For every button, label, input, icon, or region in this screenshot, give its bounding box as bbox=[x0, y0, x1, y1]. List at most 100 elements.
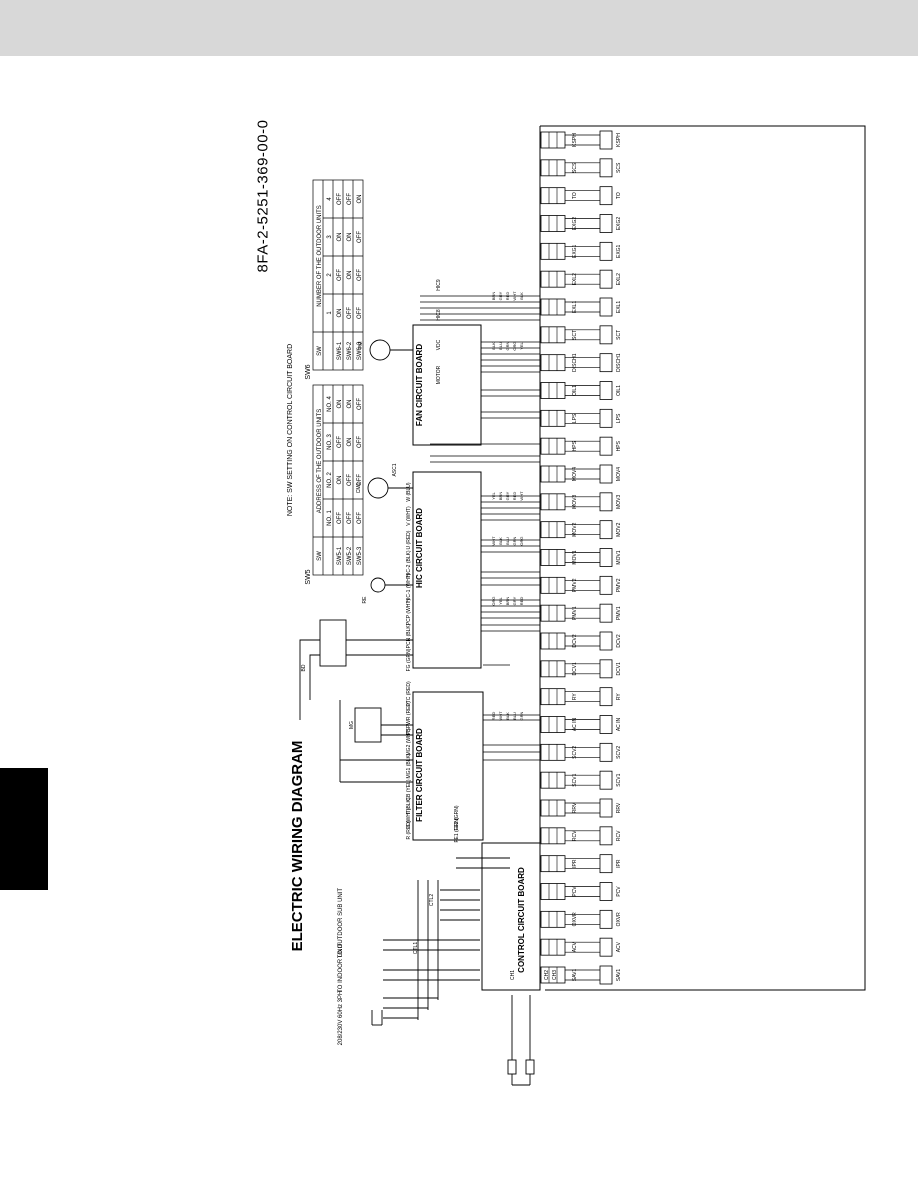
connector-label: SCV2 bbox=[572, 746, 578, 759]
component-label: MOV3 bbox=[616, 495, 622, 509]
to-outdoor-label: TO OUTDOOR SUB UNIT bbox=[338, 888, 344, 959]
component-label: SCS bbox=[616, 162, 622, 173]
component-label: SCV1 bbox=[616, 773, 622, 786]
component-label: HPS bbox=[616, 440, 622, 451]
section-tab bbox=[0, 768, 48, 890]
part-label: ASC1 bbox=[392, 463, 398, 476]
sw5-table-cell: ON bbox=[347, 400, 353, 409]
wire-color-label: WHT bbox=[491, 536, 496, 546]
connector-label: AC IN bbox=[572, 717, 578, 731]
fan-terminal: VDC bbox=[436, 339, 442, 350]
connector-label: RCV bbox=[572, 830, 578, 841]
sw6-table-header-title: NUMBER OF THE OUTDOOR UNITS bbox=[317, 205, 323, 307]
sw5-table-cell: ON bbox=[337, 476, 343, 485]
wire-color-label: ORG bbox=[512, 341, 517, 350]
component-label: EXG1 bbox=[616, 244, 622, 258]
filter-terminal: T (BLK) bbox=[406, 797, 412, 814]
component-label: SCV2 bbox=[616, 746, 622, 759]
wire-color-label: GRY bbox=[512, 596, 517, 605]
sw6-table-cell: OFF bbox=[357, 307, 363, 319]
component-label: EXL1 bbox=[616, 301, 622, 313]
wire-color-label: YEL bbox=[491, 491, 496, 499]
wire-color-label: WHT bbox=[498, 711, 503, 721]
component-label: RCV bbox=[616, 830, 622, 841]
part-label: RE bbox=[362, 596, 368, 604]
wire-color-label: YEL bbox=[519, 341, 524, 349]
connector-label: TO bbox=[572, 192, 578, 199]
wire-color-label: ORG bbox=[519, 536, 524, 545]
diagram-title: ELECTRIC WIRING DIAGRAM bbox=[289, 741, 306, 952]
filter-terminal: MG2 (WHT) bbox=[406, 728, 412, 755]
hic-terminal: FG (GRN) bbox=[406, 648, 412, 671]
wire-color-label: GRN bbox=[505, 341, 510, 350]
connector-label: PMV2 bbox=[572, 578, 578, 592]
connector-scv2: SCV2 SCV2 bbox=[540, 742, 622, 762]
component-label: PMV1 bbox=[616, 606, 622, 620]
connector-label: RY bbox=[572, 693, 578, 701]
connector-label: SCS bbox=[572, 162, 578, 173]
connector-label: SAV1 bbox=[572, 969, 578, 982]
connector-label: OXVR bbox=[572, 912, 578, 927]
connector-sav1: SAV1 SAV1 bbox=[540, 965, 622, 985]
connector-ry: RY RY bbox=[540, 687, 622, 707]
wire-color-label: YEL bbox=[498, 596, 503, 604]
hic-terminal: PCN (BLK) bbox=[406, 623, 412, 648]
sw5-table-cell: OFF bbox=[337, 512, 343, 524]
component-label: AC IN bbox=[616, 717, 622, 731]
connector-label: EXL1 bbox=[572, 301, 578, 313]
sw5-table-col-3: NO. 4 bbox=[327, 396, 333, 412]
sw5-table-cell: OFF bbox=[347, 474, 353, 486]
wire-color-label: WHT bbox=[512, 291, 517, 301]
connector-label: KSPH bbox=[572, 133, 578, 147]
page-header-band bbox=[0, 0, 918, 56]
component-label: MOV2 bbox=[616, 522, 622, 536]
wire-color-label: BLU bbox=[512, 712, 517, 720]
component-label: ACV bbox=[616, 941, 622, 952]
connector-pmv1: PMV1 PMV1 bbox=[540, 603, 622, 623]
part-label: CH2 bbox=[544, 970, 550, 980]
sw5-table-row-sw: SW5-1 bbox=[337, 546, 343, 565]
connector-label: MOV2 bbox=[572, 522, 578, 536]
wire-color-label: BLK bbox=[519, 292, 524, 300]
connector-label: MOV4 bbox=[572, 467, 578, 481]
part-label: CH1 bbox=[510, 970, 516, 980]
connector-label: RRV bbox=[572, 802, 578, 813]
wire-color-label: BLU bbox=[498, 342, 503, 350]
sw6-table-header-sw: SW bbox=[317, 346, 323, 356]
connector-exl1: EXL1 EXL1 bbox=[540, 297, 622, 317]
component-label: PMV2 bbox=[616, 578, 622, 592]
component-label: OIL1 bbox=[616, 385, 622, 396]
component-label: RY bbox=[616, 693, 622, 701]
wire-color-label: RED bbox=[519, 597, 524, 606]
part-label: FM bbox=[358, 341, 364, 348]
connector-label: PMV1 bbox=[572, 606, 578, 620]
power-supply-label: 208/230V 60Hz 3PH bbox=[338, 991, 344, 1046]
sw5-table-col-2: NO. 3 bbox=[327, 434, 333, 450]
component-label: TO bbox=[616, 192, 622, 199]
component-label: SAV1 bbox=[616, 969, 622, 982]
sw5-table-row-sw: SW5-3 bbox=[357, 546, 363, 565]
wire-color-label: BLK bbox=[505, 712, 510, 720]
sw5-table-col-1: NO. 2 bbox=[327, 472, 333, 488]
sw5-table-cell: OFF bbox=[357, 436, 363, 448]
sw6-table-cell: OFF bbox=[357, 231, 363, 243]
hic-board-label: HIC CIRCUIT BOARD bbox=[415, 508, 424, 588]
to-indoor-label: TO INDOOR UNIT bbox=[338, 943, 344, 993]
component-label: EXG2 bbox=[616, 217, 622, 231]
component-label: SCT bbox=[616, 330, 622, 340]
sw5-table-cell: OFF bbox=[357, 512, 363, 524]
component-label: IPR bbox=[616, 859, 622, 868]
connector-label: HPS bbox=[572, 440, 578, 451]
connector-scs: SCS SCS bbox=[540, 158, 622, 178]
sw6-table-cell: OFF bbox=[347, 193, 353, 205]
